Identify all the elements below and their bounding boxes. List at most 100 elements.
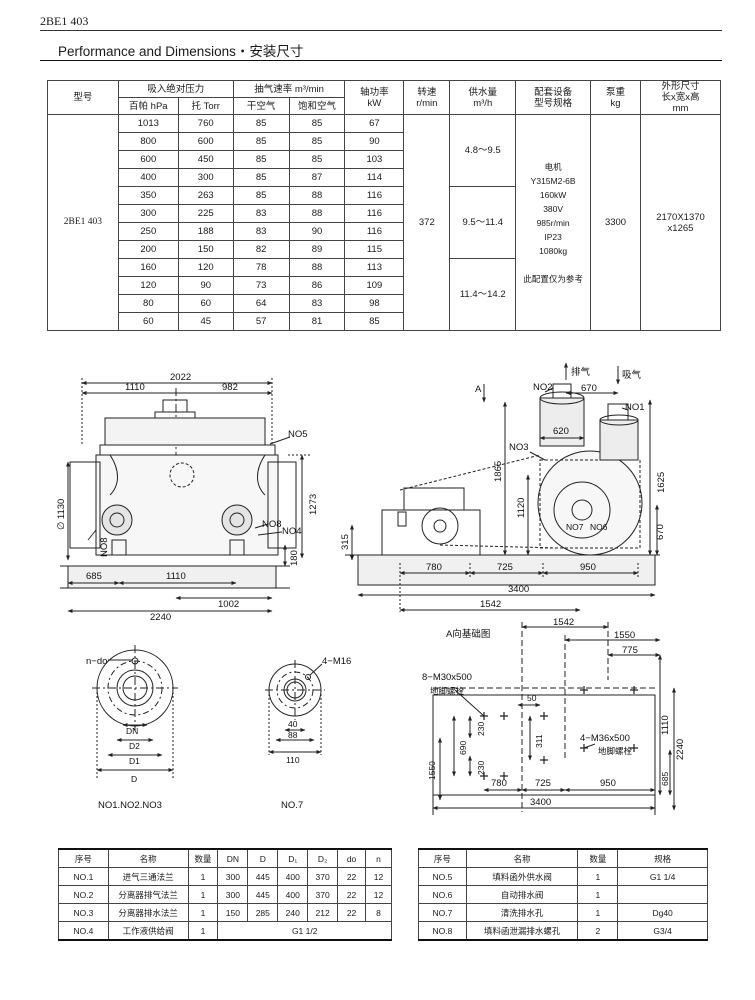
flange-no7 (265, 660, 325, 755)
fdim-685: 685 (660, 772, 670, 786)
fdim-1550-v: 1550 (427, 761, 437, 780)
title-rule (40, 60, 722, 61)
dim-180: 180 (289, 550, 300, 566)
label-exhaust: 排气 (571, 366, 591, 378)
flange2-d110: 110 (286, 755, 300, 765)
fdim-1550: 1550 (614, 630, 635, 641)
dim-315: 315 (340, 534, 351, 550)
fdim-950: 950 (600, 778, 616, 789)
fdim-1110: 1110 (660, 715, 671, 735)
flange2-caption: NO.7 (281, 800, 303, 811)
flange2-d88: 88 (288, 730, 298, 740)
fdim-50: 50 (527, 693, 537, 703)
water-range-3: 11.4～14.2 (449, 258, 517, 331)
label-no4: NO4 (282, 526, 302, 537)
fdim-690: 690 (458, 741, 468, 755)
fdim-725: 725 (535, 778, 551, 789)
page-title: Performance and Dimensions・安装尺寸 (58, 44, 304, 59)
speed-cell: 372 (403, 114, 451, 331)
label-no8-left: NO8 (99, 537, 110, 557)
label-a-arrow: A (475, 384, 482, 395)
bolt-spec-2: 4−M36x500 (580, 733, 630, 744)
label-no6: NO6 (590, 522, 608, 532)
dim-670-side: 670 (655, 524, 666, 540)
bolt-spec-1: 8−M30x500 (422, 672, 472, 683)
fdim-775: 775 (622, 645, 638, 656)
side-view (345, 362, 660, 612)
dim-1273: 1273 (308, 494, 319, 515)
front-view (60, 378, 310, 613)
dim-1002: 1002 (218, 599, 239, 610)
flange1-d2: D2 (129, 741, 140, 751)
dim-1110-base: 1110 (166, 571, 186, 582)
flange1-d1: D1 (129, 756, 140, 766)
water-range-2: 9.5～11.4 (449, 186, 517, 259)
dim-dia-1130: ∅ 1130 (56, 499, 67, 530)
label-no5: NO5 (288, 429, 308, 440)
dim-1865: 1865 (493, 461, 504, 482)
dim-950: 950 (580, 562, 596, 573)
label-no2: NO2 (533, 382, 553, 393)
dim-1110: 1110 (125, 382, 145, 393)
water-range-1: 4.8～9.5 (449, 114, 517, 187)
dim-725: 725 (497, 562, 513, 573)
dim-1120: 1120 (516, 498, 527, 518)
dim-685: 685 (86, 571, 102, 582)
label-no3: NO3 (509, 442, 529, 453)
header-equipment: 配套设备型号规格 (515, 80, 592, 115)
dim-2022: 2022 (170, 372, 191, 383)
dim-780: 780 (426, 562, 442, 573)
dim-2240: 2240 (150, 612, 171, 623)
fdim-780: 780 (491, 778, 507, 789)
parts-right-header: 序号名称数量规格 (418, 848, 708, 868)
fdim-1542: 1542 (553, 617, 574, 628)
label-no7: NO7 (566, 522, 584, 532)
fdim-230-bottom: 230 (476, 761, 486, 775)
foundation-view (432, 622, 676, 815)
dim-1542: 1542 (480, 599, 501, 610)
header-rule (40, 30, 722, 31)
label-no8-right: NO8 (262, 519, 282, 530)
fdim-3400: 3400 (530, 797, 551, 808)
weight-cell: 3300 (590, 114, 641, 331)
flange1-dn: DN (126, 726, 138, 736)
fdim-311: 311 (534, 734, 544, 748)
dim-3400: 3400 (508, 584, 529, 595)
bolt-label-1: 地脚螺栓 (430, 686, 465, 696)
bolt-label-2: 地脚螺栓 (598, 746, 633, 756)
fdim-2240: 2240 (675, 739, 686, 760)
flange2-m16: 4−M16 (322, 656, 351, 667)
label-no1: NO1 (625, 402, 645, 413)
label-intake: 吸气 (622, 369, 642, 381)
foundation-title: A向基础图 (446, 628, 490, 640)
flange1-caption: NO1.NO2.NO3 (98, 800, 162, 811)
dim-1625: 1625 (656, 472, 667, 493)
document-code: 2BE1 403 (40, 14, 89, 28)
